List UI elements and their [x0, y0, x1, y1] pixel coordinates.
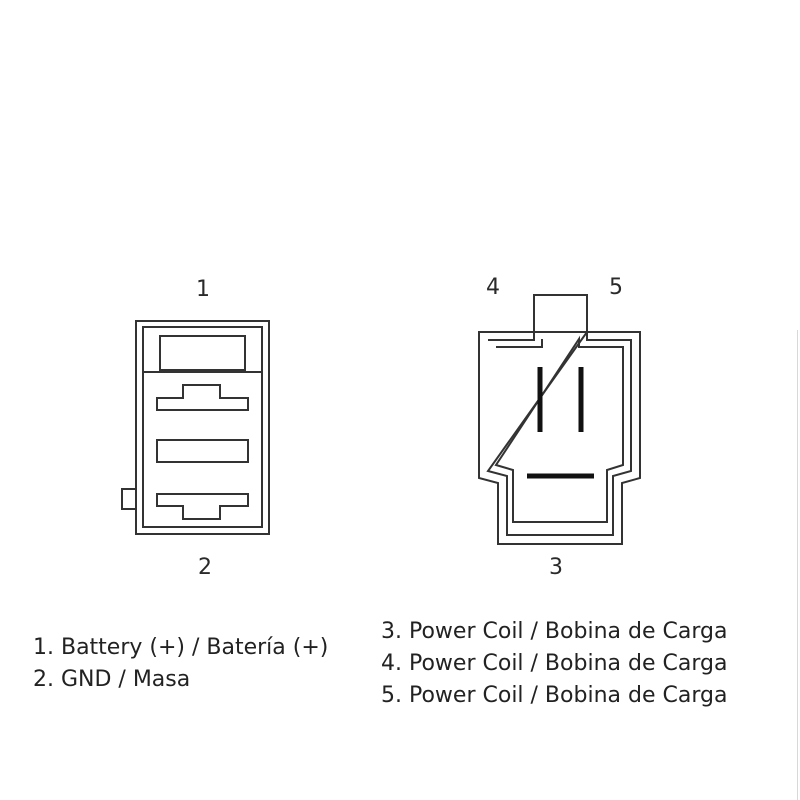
connector-left-latch: [159, 335, 246, 371]
legend-item-pin-3: 3. Power Coil / Bobina de Carga: [381, 619, 728, 644]
connector-right-housing: [478, 331, 641, 545]
legend-right: 3. Power Coil / Bobina de Carga 4. Power…: [381, 616, 727, 712]
image-edge-line: [797, 330, 798, 800]
terminal-slot-top: [156, 384, 249, 411]
terminal-slot-bottom: [156, 493, 249, 520]
connector-right-cavity: [494, 335, 624, 523]
connector-left: 1 2: [121, 277, 270, 580]
legend-item-pin-4: 4. Power Coil / Bobina de Carga: [381, 651, 728, 676]
connector-right: 4 5 3: [478, 275, 641, 580]
connector-right-top-latch: [533, 294, 588, 332]
legend-item-pin-5: 5. Power Coil / Bobina de Carga: [381, 683, 728, 708]
pin-5-label: 5: [609, 275, 623, 300]
terminal-slot-middle: [156, 439, 249, 463]
legend-left: 1. Battery (+) / Batería (+) 2. GND / Ma…: [33, 632, 328, 696]
pin-2-label: 2: [198, 555, 212, 580]
legend-item-pin-1: 1. Battery (+) / Batería (+): [33, 635, 329, 660]
legend-item-pin-2: 2. GND / Masa: [33, 667, 191, 692]
pin-4-label: 4: [486, 275, 500, 300]
connector-left-housing: [135, 320, 270, 535]
connector-left-inner: [142, 326, 263, 528]
pin-1-label: 1: [196, 277, 210, 302]
pin-3-label: 3: [549, 555, 563, 580]
connector-left-key-tab: [121, 488, 136, 510]
connector-right-inner: [486, 328, 632, 536]
